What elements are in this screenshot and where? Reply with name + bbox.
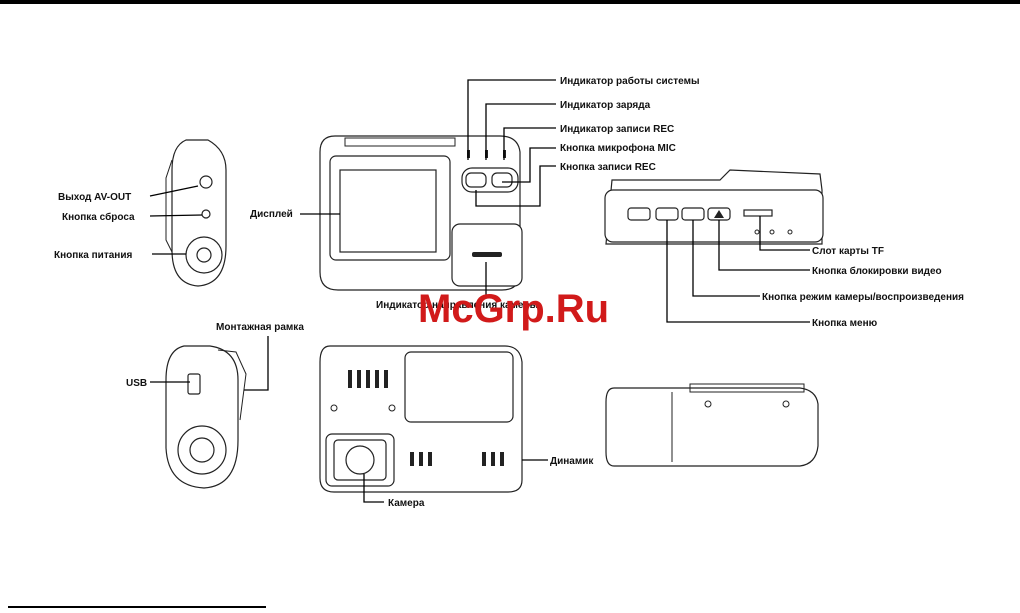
label-usb: USB [126, 378, 147, 389]
label-video-lock: Кнопка блокировки видео [812, 265, 942, 277]
label-camera: Камера [388, 498, 425, 509]
label-av-out: Выход AV-OUT [58, 192, 131, 203]
leader-lines [149, 79, 810, 503]
label-power-button: Кнопка питания [54, 250, 132, 261]
label-menu-button: Кнопка меню [812, 318, 878, 329]
rec-button-shape [465, 172, 487, 188]
reset-hole [201, 209, 211, 219]
label-camera-direction: Индикатор направления камеры [376, 300, 538, 311]
label-reset-button: Кнопка сброса [62, 211, 135, 223]
camera-lens [345, 445, 375, 475]
label-speaker: Динамик [550, 456, 594, 467]
label-rec-indicator: Индикатор записи REC [560, 124, 674, 135]
label-rec-button: Кнопка записи REC [560, 162, 656, 173]
usb-port [187, 373, 201, 395]
av-out-port [199, 175, 213, 189]
label-mount-frame: Монтажная рамка [216, 322, 304, 333]
label-mic-button: Кнопка микрофона MIC [560, 142, 676, 154]
label-camera-mode: Кнопка режим камеры/воспроизведения [762, 292, 964, 303]
mic-button-shape [491, 172, 513, 188]
label-system-indicator: Индикатор работы системы [560, 75, 700, 87]
mode-button-shape [681, 207, 705, 221]
top-view [604, 169, 824, 245]
display-screen [339, 169, 437, 253]
footnote-rule [8, 606, 266, 608]
front-view [319, 135, 523, 291]
back-view [319, 345, 523, 493]
watermark-text: McGrp.Ru [418, 287, 609, 331]
side-view-usb [165, 345, 247, 489]
mount-plate [404, 351, 514, 423]
side-view-left [165, 139, 227, 287]
label-tf-slot: Слот карты TF [812, 246, 884, 257]
top-rule [0, 0, 1020, 4]
tf-slot-shape [743, 209, 773, 217]
bottom-right-view [605, 383, 819, 467]
label-display: Дисплей [250, 209, 293, 220]
menu-button-shape [655, 207, 679, 221]
label-charge-indicator: Индикатор заряда [560, 100, 651, 111]
